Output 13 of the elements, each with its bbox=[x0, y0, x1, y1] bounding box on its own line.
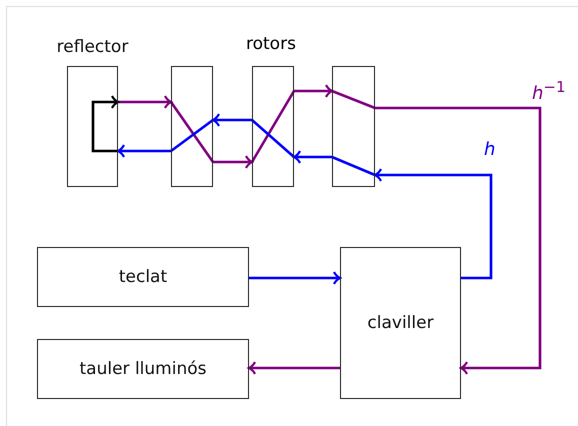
process-box bbox=[340, 247, 461, 399]
process-box bbox=[37, 247, 249, 307]
box-label: tauler lluminós bbox=[80, 359, 206, 379]
box-label: teclat bbox=[118, 267, 168, 287]
process-box bbox=[37, 339, 249, 399]
edge-label: h bbox=[484, 139, 496, 160]
rotor-box bbox=[171, 66, 213, 187]
group-label: rotors bbox=[246, 34, 296, 54]
rotor-box bbox=[332, 66, 375, 187]
rotor-box bbox=[252, 66, 294, 187]
box-label: claviller bbox=[367, 313, 434, 333]
reflector-heading: reflector bbox=[56, 37, 128, 57]
edge-label: h$^{−1}$ bbox=[532, 78, 566, 104]
